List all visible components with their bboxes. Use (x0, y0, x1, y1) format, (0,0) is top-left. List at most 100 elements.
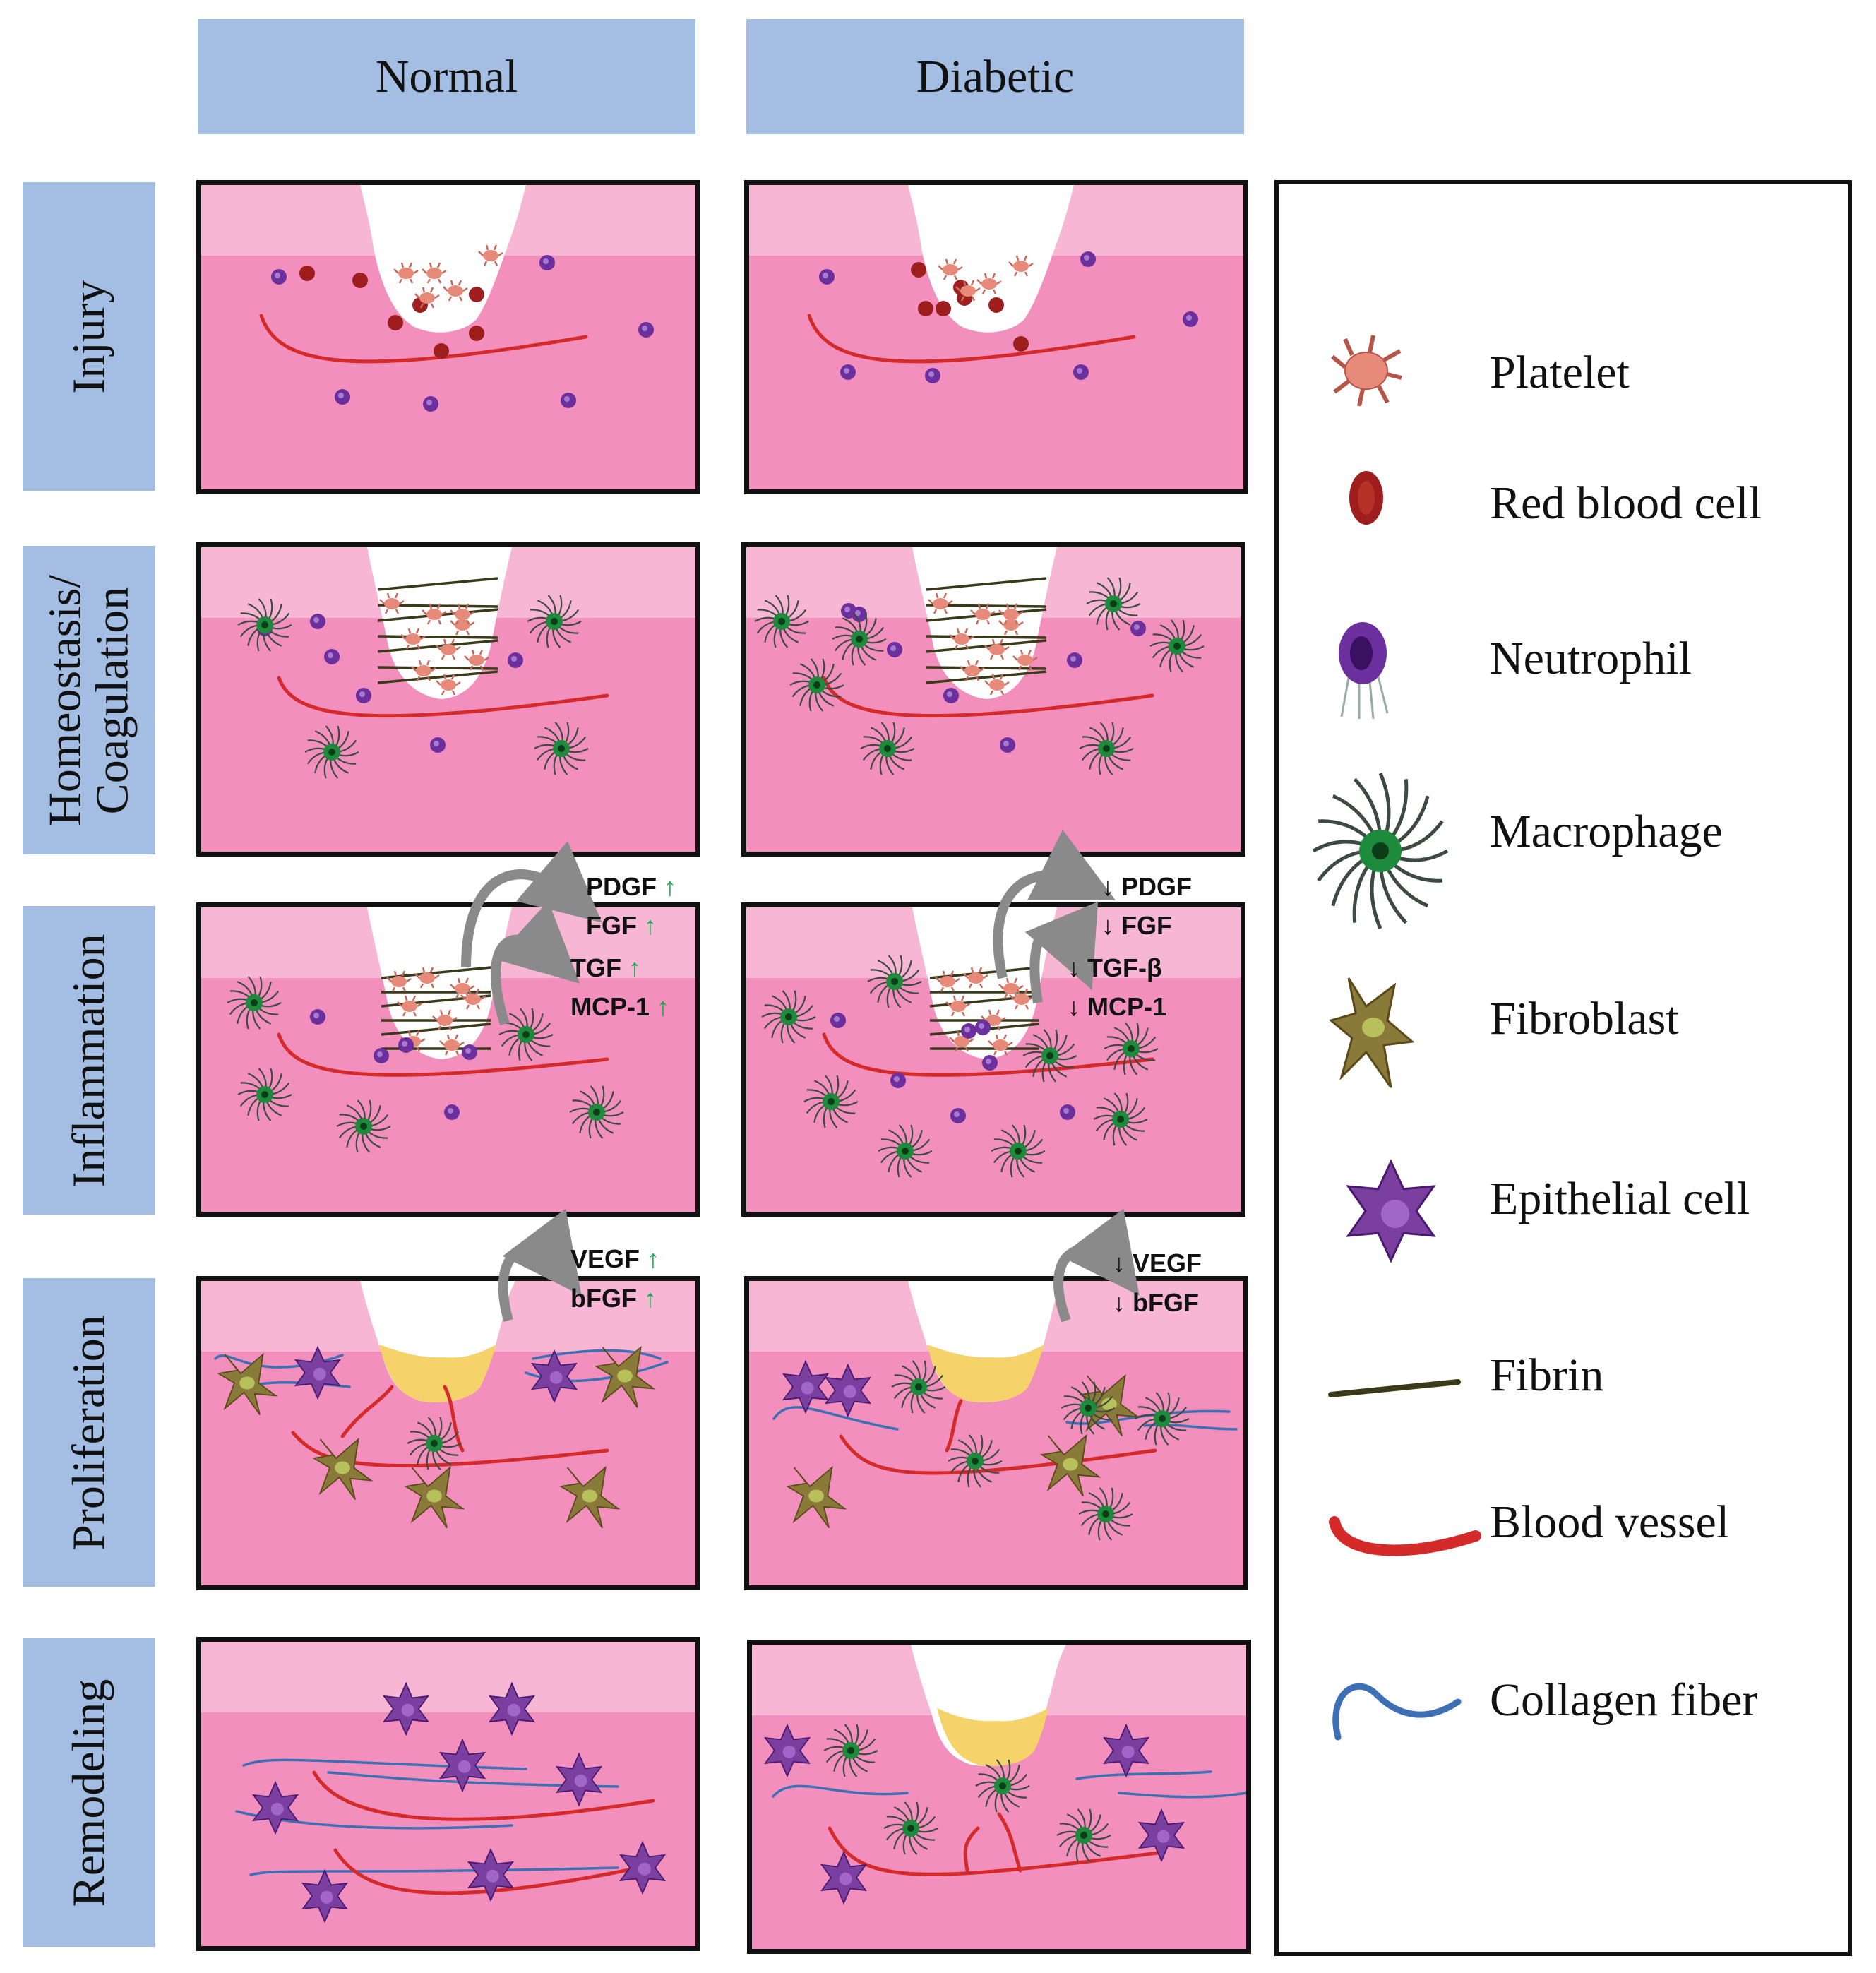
legend-label-fibrin: Fibrin (1490, 1349, 1604, 1401)
collagen-fiber (249, 1866, 619, 1876)
row-header-inflammation: Inflammation (23, 906, 155, 1215)
neutrophil-icon (1339, 622, 1389, 720)
macrophage (1104, 1022, 1159, 1075)
epithelial-cell (301, 1868, 349, 1924)
panel-injury-normal (196, 180, 700, 494)
platelet (988, 1034, 1013, 1056)
wound (908, 185, 1074, 333)
epithelial-cell (824, 1363, 872, 1418)
red-blood-cell (911, 262, 926, 278)
macrophage (754, 595, 809, 648)
factor-pdgf-diabetic: ↓ PDGF (1101, 872, 1193, 901)
platelet (422, 603, 447, 625)
collagen-fiber (1118, 1792, 1246, 1799)
factor-vegf-normal: VEGF ↑ (570, 1244, 660, 1273)
epithelial-cell (555, 1752, 603, 1807)
wound (360, 185, 526, 333)
red-blood-cell (1013, 336, 1029, 352)
platelet (976, 273, 1002, 294)
fibrin (926, 635, 1047, 639)
collagen-fiber (242, 1758, 527, 1770)
macrophage (1079, 722, 1134, 775)
platelet (938, 258, 963, 280)
epithelial-cell (619, 1840, 667, 1895)
macrophage (1135, 1392, 1190, 1446)
collagen-fiber (327, 1771, 619, 1788)
panel-coagulation-diabetic (741, 542, 1245, 857)
macrophage (975, 1759, 1030, 1813)
legend-box (1274, 180, 1852, 1956)
legend-label-epithelial: Epithelial cell (1490, 1173, 1750, 1224)
epithelial-cell (1102, 1723, 1150, 1778)
macrophage (761, 990, 816, 1044)
macrophage (832, 612, 887, 666)
platelet (411, 660, 436, 681)
panel-proliferation-diabetic (744, 1276, 1248, 1590)
platelet (478, 244, 503, 266)
factor-mcp1-diabetic: ↓ MCP-1 (1068, 992, 1167, 1021)
macrophage-icon (1312, 773, 1449, 929)
blood-vessel (822, 676, 1154, 718)
collagen-fiber (772, 1784, 909, 1798)
factor-fgf-normal: FGF ↑ (586, 911, 657, 940)
collagen-fiber-icon (1332, 1683, 1462, 1741)
blood-vessel (291, 1431, 609, 1468)
blood-vessel (828, 1826, 1160, 1876)
macrophage (1056, 1808, 1111, 1862)
platelet (422, 262, 447, 284)
factor-pdgf-normal: PDGF ↑ (586, 872, 677, 901)
fibroblast (216, 1352, 278, 1416)
macrophage (336, 1099, 391, 1153)
fibrin (926, 577, 1047, 591)
panel-inflammation-diabetic (741, 902, 1245, 1217)
blood-vessel (277, 676, 609, 718)
blood-vessel (997, 1812, 1022, 1873)
platelet (970, 603, 996, 625)
macrophage (860, 722, 915, 775)
macrophage (527, 595, 582, 648)
platelet (414, 287, 440, 309)
macrophage (891, 1360, 946, 1414)
collagen-fiber (772, 1406, 899, 1431)
macrophage (304, 725, 359, 779)
collagen-fiber (1075, 1770, 1212, 1780)
macrophage (878, 1124, 933, 1178)
macrophage (991, 1124, 1046, 1178)
platelet (436, 674, 461, 696)
platelet (443, 280, 468, 302)
epithelial-cell (467, 1847, 515, 1902)
platelet (998, 977, 1024, 999)
panel-coagulation-normal (196, 542, 700, 857)
macrophage (948, 1434, 1003, 1488)
macrophage (1022, 1029, 1077, 1083)
legend-label-neutrophil: Neutrophil (1490, 633, 1692, 684)
platelet (1009, 988, 1034, 1010)
fibroblast (1039, 1433, 1101, 1497)
fibroblast (785, 1465, 847, 1529)
platelet (984, 638, 1010, 660)
red-blood-cell (988, 297, 1004, 313)
platelet (414, 967, 440, 989)
macrophage (227, 976, 282, 1030)
epithelial-cell (382, 1681, 430, 1736)
blood-vessel (277, 1032, 609, 1077)
fibroblast (594, 1345, 656, 1409)
panel-injury-diabetic (744, 180, 1248, 494)
platelet (464, 649, 489, 671)
panel-proliferation-normal (196, 1276, 700, 1590)
platelet (436, 638, 461, 660)
legend-label-macrophage: Macrophage (1490, 806, 1723, 857)
red-blood-cell (469, 287, 484, 302)
blood-vessel (312, 1770, 655, 1821)
platelet (460, 988, 486, 1010)
macrophage (1093, 1092, 1148, 1146)
clot (927, 1345, 1044, 1402)
fibrin (377, 670, 498, 684)
panel-remodeling-diabetic (747, 1640, 1251, 1954)
epithelial-cell (251, 1780, 299, 1835)
platelet (949, 628, 974, 650)
legend-label-fibroblast: Fibroblast (1490, 993, 1679, 1044)
collagen-fiber (1143, 1423, 1238, 1431)
fibrin (377, 635, 498, 639)
macrophage (237, 1068, 292, 1121)
